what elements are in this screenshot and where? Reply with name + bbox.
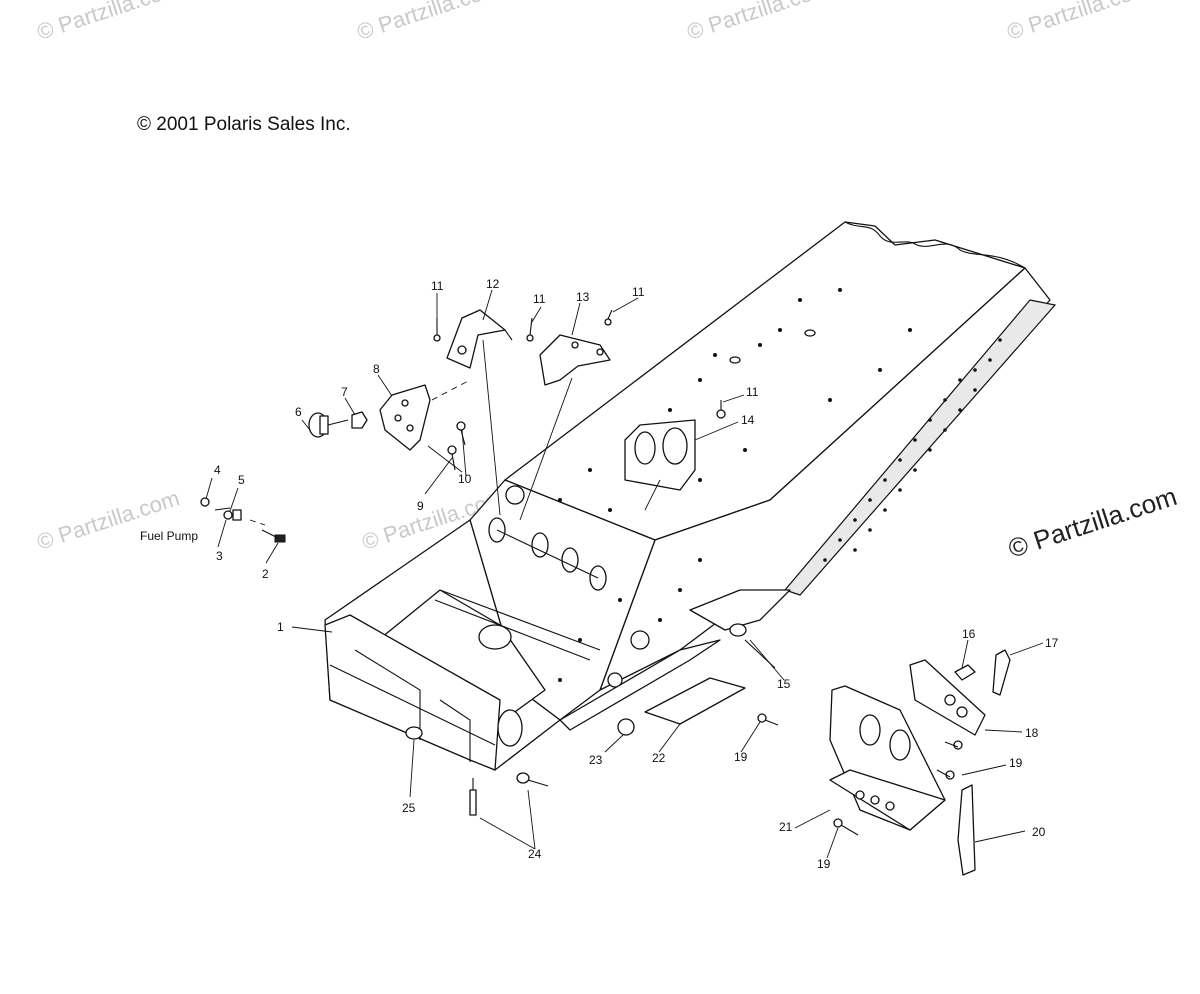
callout-11-a: 11 (431, 279, 444, 293)
callout-12: 12 (486, 277, 500, 291)
callout-7: 7 (341, 385, 348, 399)
watermark-corner: © Partzilla.com (1005, 481, 1181, 564)
part-19-bolts (757, 713, 963, 836)
callout-numbers: 1 2 3 4 5 6 7 8 9 10 11 11 11 11 12 13 1… (214, 277, 1059, 871)
part-11-screws (433, 309, 726, 419)
callout-15: 15 (777, 677, 791, 691)
callout-22: 22 (652, 751, 666, 765)
callout-20: 20 (1032, 825, 1046, 839)
part-25-mount (405, 726, 423, 740)
callout-18: 18 (1025, 726, 1039, 740)
side-panel-perforations (823, 338, 1002, 562)
watermark-text: © Partzilla.com (34, 0, 183, 45)
callout-2: 2 (262, 567, 269, 581)
callout-24: 24 (528, 847, 542, 861)
tunnel-perforations (558, 288, 912, 512)
leader-lines (205, 289, 1044, 859)
part-22-plate (644, 677, 746, 725)
part-12-bracket (446, 309, 513, 369)
part-17-grip (992, 649, 1011, 696)
callout-16: 16 (962, 627, 976, 641)
part-16-block (954, 664, 976, 681)
part-7-nut (351, 411, 368, 429)
part-6-bushing (308, 412, 349, 438)
callout-25: 25 (402, 801, 416, 815)
callout-5: 5 (238, 473, 245, 487)
callout-17: 17 (1045, 636, 1059, 650)
watermark-text: © Partzilla.com (354, 0, 503, 45)
part-23-plug (617, 718, 635, 736)
part-10-screw (456, 421, 466, 446)
fuel-pump-hardware (200, 497, 286, 543)
callout-1: 1 (277, 620, 284, 634)
callout-4: 4 (214, 463, 221, 477)
callout-8: 8 (373, 362, 380, 376)
copyright-text: © 2001 Polaris Sales Inc. (137, 114, 351, 135)
part-13-bracket (539, 334, 611, 386)
callout-3: 3 (216, 549, 223, 563)
callout-6: 6 (295, 405, 302, 419)
part-24-fasteners (469, 772, 549, 816)
callout-11-c: 11 (632, 285, 645, 299)
callout-23: 23 (589, 753, 603, 767)
callout-13: 13 (576, 290, 590, 304)
callout-11-b: 11 (533, 292, 546, 306)
callout-19-a: 19 (734, 750, 748, 764)
part-14-bracket (624, 419, 696, 491)
part-18-heat-exchanger (909, 659, 986, 736)
watermark-text: © Partzilla.com (684, 0, 833, 45)
callout-19-c: 19 (817, 857, 831, 871)
fuel-pump-label: Fuel Pump (140, 529, 198, 543)
callout-9: 9 (417, 499, 424, 513)
callout-14: 14 (741, 413, 755, 427)
callout-21: 21 (779, 820, 793, 834)
watermark-text: © Partzilla.com (34, 485, 183, 555)
part-8-plate (379, 379, 471, 451)
callout-11-d: 11 (746, 385, 759, 399)
part-20-strap (957, 784, 976, 876)
callout-10: 10 (458, 472, 472, 486)
part-9-screw (447, 445, 457, 471)
callout-19-b: 19 (1009, 756, 1023, 770)
watermark-text: © Partzilla.com (1004, 0, 1153, 45)
part-21-bumper-panel (829, 685, 946, 831)
